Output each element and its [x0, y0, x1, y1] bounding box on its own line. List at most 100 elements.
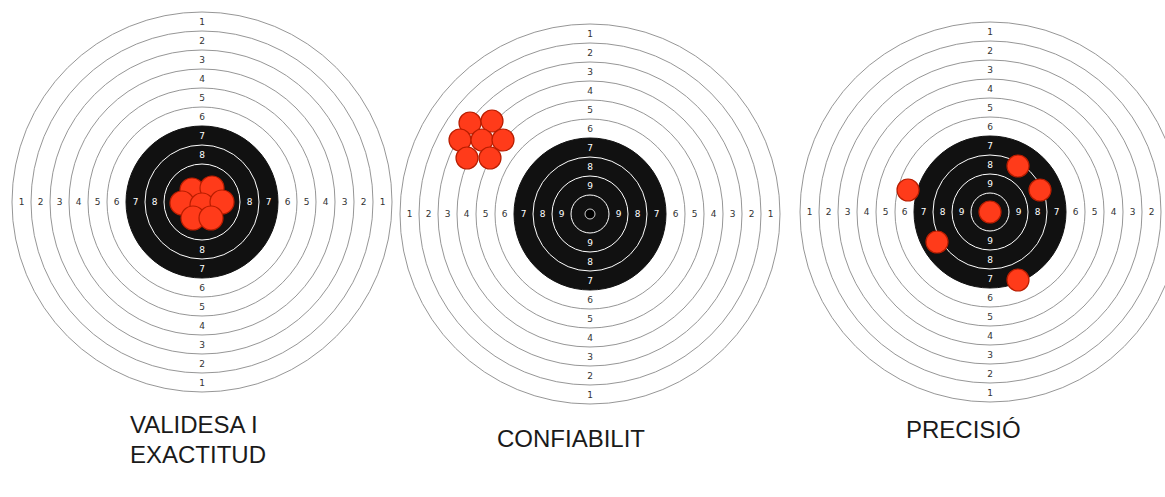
ring-number: 4	[587, 86, 593, 95]
ring-number: 3	[587, 67, 593, 76]
ring-number: 4	[199, 321, 205, 330]
ring-number: 5	[199, 302, 205, 311]
ring-number: 9	[559, 210, 565, 219]
ring-number: 7	[587, 276, 593, 285]
ring-number: 1	[987, 388, 993, 397]
ring-number: 2	[361, 198, 367, 207]
ring-number: 5	[483, 210, 489, 219]
ring-number: 6	[199, 283, 205, 292]
shot-mark	[926, 231, 948, 253]
ring-number: 6	[673, 210, 679, 219]
ring-number: 9	[587, 181, 593, 190]
shot-mark	[1007, 155, 1029, 177]
ring-number: 5	[304, 198, 310, 207]
shot-mark	[897, 179, 919, 201]
ring-number: 1	[587, 29, 593, 38]
ring-number: 8	[987, 160, 993, 169]
ring-number: 1	[587, 390, 593, 399]
ring-number: 4	[711, 210, 717, 219]
shooting-target	[800, 22, 1165, 402]
ring-number: 2	[587, 371, 593, 380]
ring-number: 3	[1130, 208, 1136, 217]
ring-number: 5	[987, 103, 993, 112]
shot-mark	[479, 147, 501, 169]
ring-number: 7	[1054, 208, 1060, 217]
ring-number: 3	[987, 350, 993, 359]
ring-number: 8	[247, 198, 253, 207]
ring-number: 4	[1111, 208, 1117, 217]
ring-number: 1	[199, 17, 205, 26]
shot-mark	[456, 147, 478, 169]
shot-mark	[199, 206, 223, 230]
ring-number: 3	[199, 55, 205, 64]
ring-number: 7	[199, 264, 205, 273]
ring-number: 3	[342, 198, 348, 207]
ring-number: 7	[133, 198, 139, 207]
ring-number: 1	[380, 198, 386, 207]
ring-number: 5	[1092, 208, 1098, 217]
ring-number: 2	[38, 198, 44, 207]
ring-number: 4	[199, 74, 205, 83]
ring-number: 8	[540, 210, 546, 219]
ring-number: 8	[1035, 208, 1041, 217]
ring-number: 4	[587, 333, 593, 342]
shot-mark	[1007, 269, 1029, 291]
ring-number: 8	[987, 255, 993, 264]
ring-number: 9	[987, 179, 993, 188]
ring-number: 3	[445, 210, 451, 219]
ring-number: 5	[692, 210, 698, 219]
ring-number: 6	[987, 293, 993, 302]
ring-number: 3	[987, 65, 993, 74]
ring-number: 6	[1073, 208, 1079, 217]
ring-number: 2	[1149, 208, 1155, 217]
ring-number: 8	[940, 208, 946, 217]
ring-number: 6	[199, 112, 205, 121]
ring-number: 6	[587, 295, 593, 304]
ring-number: 5	[987, 312, 993, 321]
ring-number: 4	[323, 198, 329, 207]
ring-number: 5	[587, 105, 593, 114]
ring-number: 8	[199, 245, 205, 254]
ring-number: 6	[902, 208, 908, 217]
ring-number: 7	[987, 141, 993, 150]
ring-number: 6	[285, 198, 291, 207]
ring-number: 7	[987, 274, 993, 283]
ring-number: 3	[730, 210, 736, 219]
ring-number: 7	[199, 131, 205, 140]
ring-number: 4	[987, 331, 993, 340]
ring-number: 7	[587, 143, 593, 152]
shot-marks	[170, 110, 1051, 291]
ring-number: 5	[883, 208, 889, 217]
ring-number: 1	[768, 210, 774, 219]
ring-number: 2	[587, 48, 593, 57]
target-caption: CONFIABILIT	[497, 424, 757, 454]
shooting-target	[12, 12, 392, 392]
ring-number: 2	[987, 46, 993, 55]
ring-number: 7	[921, 208, 927, 217]
shot-mark	[979, 201, 1001, 223]
ring-number: 1	[19, 198, 25, 207]
ring-number: 6	[114, 198, 120, 207]
ring-number: 2	[426, 210, 432, 219]
ring-number: 5	[587, 314, 593, 323]
ring-number: 5	[199, 93, 205, 102]
ring-number: 8	[587, 257, 593, 266]
ring-number: 8	[199, 150, 205, 159]
ring-number: 8	[152, 198, 158, 207]
ring-number: 6	[587, 124, 593, 133]
ring-number: 9	[1016, 208, 1022, 217]
ring-number: 9	[587, 238, 593, 247]
ring-number: 9	[959, 208, 965, 217]
ring-number: 2	[199, 36, 205, 45]
ring-number: 6	[987, 122, 993, 131]
ring-number: 2	[987, 369, 993, 378]
shot-mark	[1029, 179, 1051, 201]
shooting-target	[400, 24, 780, 404]
ring-number: 2	[826, 208, 832, 217]
ring-number: 3	[587, 352, 593, 361]
ring-number: 9	[987, 236, 993, 245]
ring-number: 1	[407, 210, 413, 219]
ring-number: 6	[502, 210, 508, 219]
